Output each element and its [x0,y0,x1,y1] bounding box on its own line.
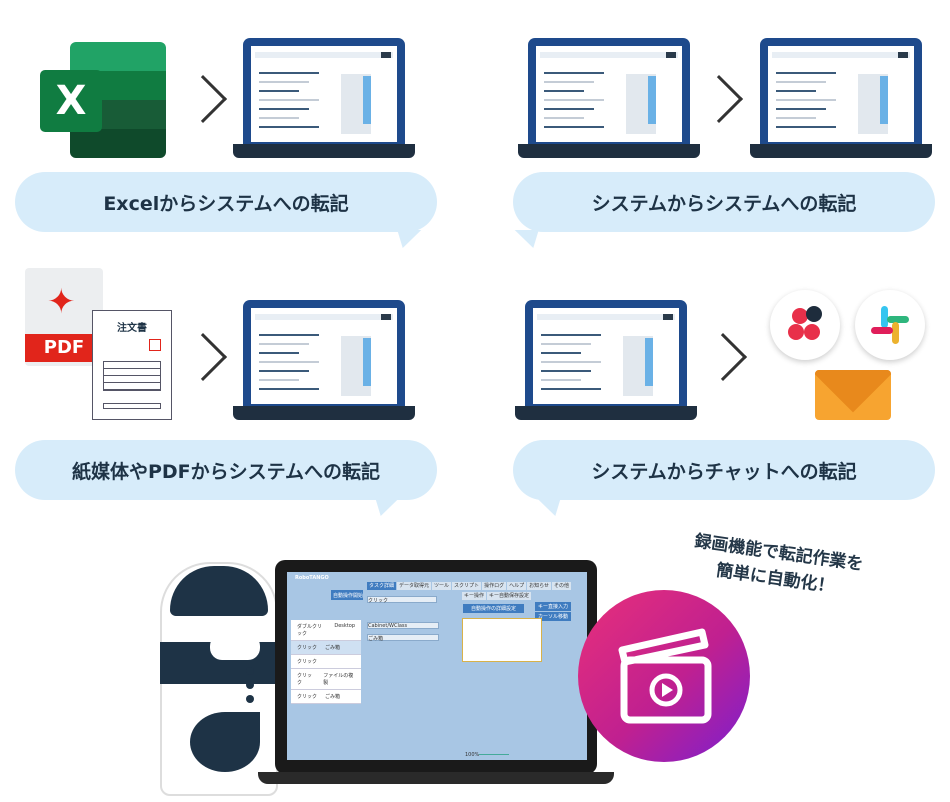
flow-label-paper-to-system: 紙媒体やPDFからシステムへの転記 [15,440,437,500]
arrow-right-icon [694,74,744,124]
flow-label-system-to-chat: システムからチャットへの転記 [513,440,935,500]
laptop-illustration [233,300,415,422]
tab-0[interactable]: タスク詳細 [367,582,397,590]
laptop-illustration [518,38,700,160]
step-target: ファイルの複製 [323,673,354,686]
step-target: ごみ箱 [325,694,341,700]
window-title-field[interactable]: ごみ箱 [367,634,439,642]
flow-label-excel-to-system: Excelからシステムへの転記 [15,172,437,232]
main-tabs: タスク詳細データ取得元ツールスクリプト操作ログヘルプお知らせその他 [367,582,572,590]
bubble-tail [368,498,400,516]
order-doc-title: 注文書 [117,323,147,334]
flow-label-system-to-system: システムからシステムへの転記 [513,172,935,232]
arrow-right-icon [698,332,748,382]
robot-mascot [160,562,278,796]
operation-field[interactable]: クリック [367,596,437,604]
record-button[interactable]: 自動操作開始 [331,590,363,600]
chat-app-icon [770,290,840,360]
key-input-button[interactable]: キー直接入力 [535,602,572,611]
bubble-tail [514,230,546,248]
tab-5[interactable]: ヘルプ [507,582,527,590]
step-action: ダブルクリック [297,624,323,637]
pdf-label: PDF [25,334,103,362]
step-row[interactable]: ダブルクリック Desktop [291,620,361,641]
tab-4[interactable]: 操作ログ [482,582,507,590]
laptop-illustration [750,38,932,160]
step-target: Desktop [334,623,355,629]
step-action: クリック [297,694,318,700]
excel-letter: X [40,70,102,132]
cursor-move-button[interactable]: カーソル移動 [535,612,572,621]
step-action: クリック [297,645,318,651]
laptop-illustration [233,38,415,160]
zoom-slider[interactable] [479,754,509,755]
order-document: 注文書 [92,310,172,420]
zoom-label: 100% [465,752,480,758]
pdf-icon: ✦ PDF [25,268,103,366]
screenshot-preview [462,618,542,662]
tab-2[interactable]: ツール [432,582,452,590]
video-recording-icon [578,590,750,762]
arrow-right-icon [178,332,228,382]
mail-envelope-icon [815,370,891,420]
arrow-right-icon [178,74,228,124]
step-action: クリック [297,659,318,665]
step-row[interactable]: クリック [291,655,361,669]
slack-icon [855,290,925,360]
auto-settings-button[interactable]: 自動操作の詳細設定 [463,604,525,613]
tab-6[interactable]: お知らせ [527,582,551,590]
window-class-field[interactable]: Cabinet/WClass [367,622,439,629]
right-panel-tabs: キー操作キー自動保存設定 [462,592,532,600]
bubble-tail [390,230,422,248]
bubble-tail [536,498,568,516]
acrobat-icon: ✦ [47,282,76,322]
step-row[interactable]: クリック ごみ箱 [291,641,361,655]
tab-7[interactable]: その他 [552,582,572,590]
step-row[interactable]: クリックファイルの複製 [291,669,361,690]
step-row[interactable]: クリック ごみ箱 [291,690,361,704]
excel-icon: X [40,42,166,158]
laptop-base [258,772,614,784]
right-tab-1[interactable]: キー自動保存設定 [487,592,532,600]
laptop-illustration [515,300,697,422]
tab-3[interactable]: スクリプト [452,582,482,590]
right-tab-0[interactable]: キー操作 [462,592,487,600]
app-logo: RoboTANGO [295,575,329,581]
app-window: RoboTANGO 自動操作開始 タスク詳細データ取得元ツールスクリプト操作ログ… [287,572,587,760]
tab-1[interactable]: データ取得元 [397,582,432,590]
step-target: ごみ箱 [325,645,341,651]
step-action: クリック [297,673,313,686]
